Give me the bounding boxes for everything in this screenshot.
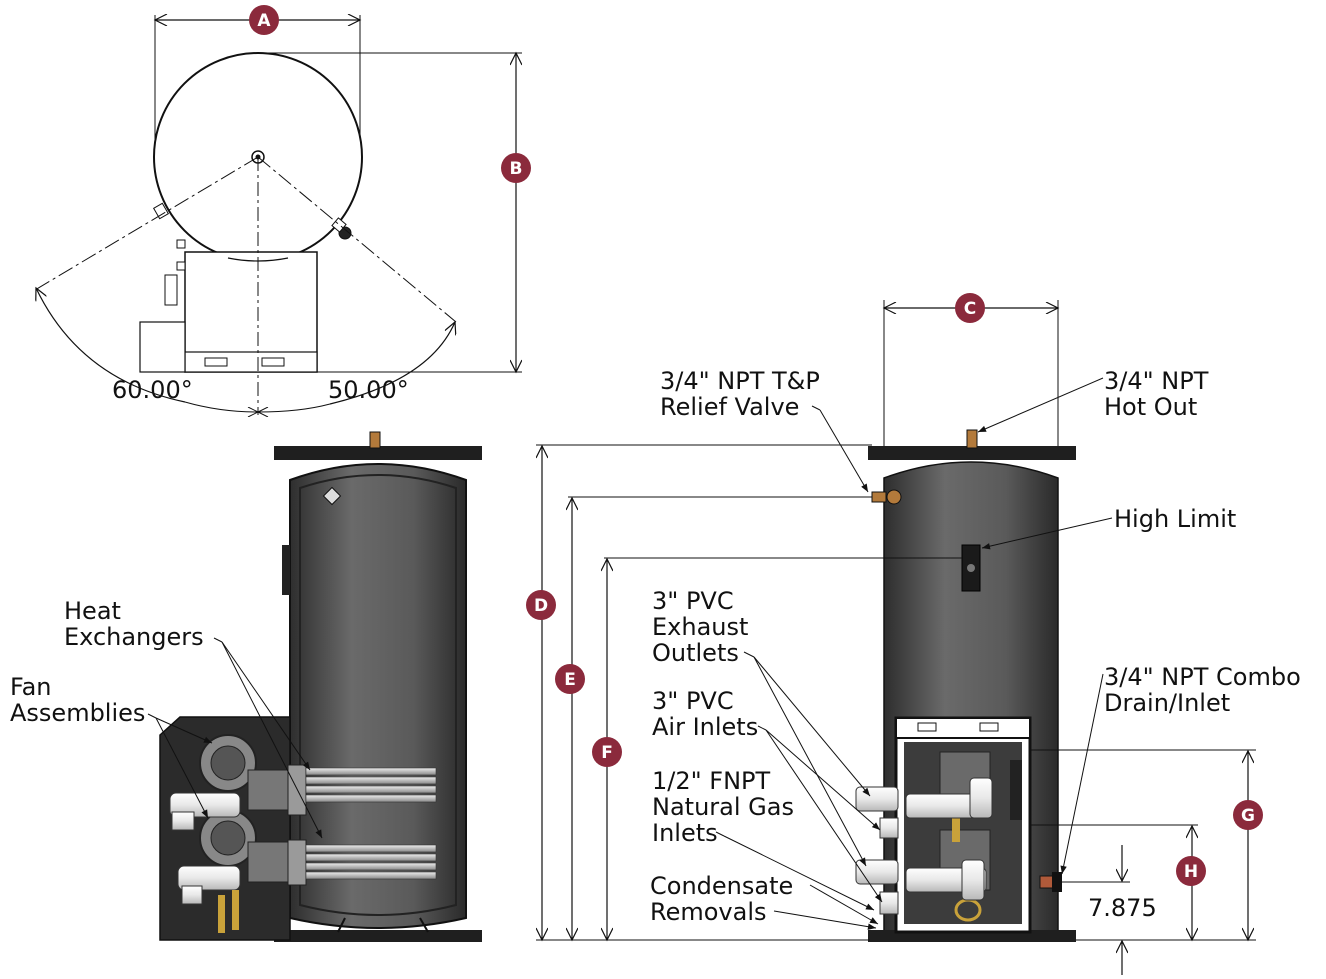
top-plate-side <box>274 446 482 460</box>
svg-text:G: G <box>1241 806 1255 826</box>
badge-a: A <box>249 5 279 35</box>
fan-assemblies-label-2: Assemblies <box>10 699 145 727</box>
badge-c: C <box>955 293 985 323</box>
gas-inlets-label-3: Inlets <box>652 819 718 847</box>
dimension-value-label: 7.875 <box>1088 894 1157 922</box>
exhaust-outlet-upper <box>855 786 899 812</box>
side-cutaway-view: Heat Exchangers Fan Assemblies <box>10 431 482 942</box>
hot-out-label-2: Hot Out <box>1104 393 1197 421</box>
svg-text:H: H <box>1184 862 1198 882</box>
heat-exchangers-label-1: Heat <box>64 597 121 625</box>
heat-exchanger-lower <box>287 839 437 886</box>
svg-text:A: A <box>257 11 271 31</box>
angle-right-label: 50.00° <box>328 376 409 404</box>
tp-relief-label-2: Relief Valve <box>660 393 799 421</box>
tank-body-side <box>289 463 467 929</box>
exhaust-outlet-lower <box>855 859 899 885</box>
condensate-label-2: Removals <box>650 898 767 926</box>
badge-d: D <box>526 590 556 620</box>
badge-b: B <box>501 153 531 183</box>
air-inlets-label-1: 3" PVC <box>652 687 734 715</box>
svg-text:D: D <box>534 596 548 616</box>
combo-drain-label-1: 3/4" NPT Combo <box>1104 663 1301 691</box>
badge-f: F <box>592 737 622 767</box>
svg-text:E: E <box>564 670 576 690</box>
hot-out-label-1: 3/4" NPT <box>1104 367 1209 395</box>
svg-text:C: C <box>964 299 976 319</box>
combo-drain-fitting <box>1039 875 1055 889</box>
exhaust-label-3: Outlets <box>652 639 739 667</box>
badge-g: G <box>1233 800 1263 830</box>
badge-h: H <box>1176 856 1206 886</box>
badge-e: E <box>555 664 585 694</box>
angle-left-label: 60.00° <box>112 376 193 404</box>
condensate-label-1: Condensate <box>650 872 793 900</box>
top-view: 60.00° 50.00° A B <box>34 5 531 415</box>
high-limit-label: High Limit <box>1114 505 1236 533</box>
heat-exchangers-label-2: Exchangers <box>64 623 204 651</box>
front-view: 7.875 3/4" NPT T&P Relief Valve 3/4" NPT… <box>526 293 1301 975</box>
fan-assemblies-label-1: Fan <box>10 673 52 701</box>
svg-text:F: F <box>601 743 613 763</box>
air-inlets-label-2: Air Inlets <box>652 713 758 741</box>
exhaust-label-1: 3" PVC <box>652 587 734 615</box>
exhaust-label-2: Exhaust <box>652 613 748 641</box>
gas-inlets-label-1: 1/2" FNPT <box>652 767 771 795</box>
gas-inlets-label-2: Natural Gas <box>652 793 794 821</box>
heat-exchanger-upper <box>287 764 437 816</box>
tp-relief-label-1: 3/4" NPT T&P <box>660 367 820 395</box>
combo-drain-label-2: Drain/Inlet <box>1104 689 1230 717</box>
svg-text:B: B <box>510 159 523 179</box>
top-plate-front <box>868 446 1076 460</box>
